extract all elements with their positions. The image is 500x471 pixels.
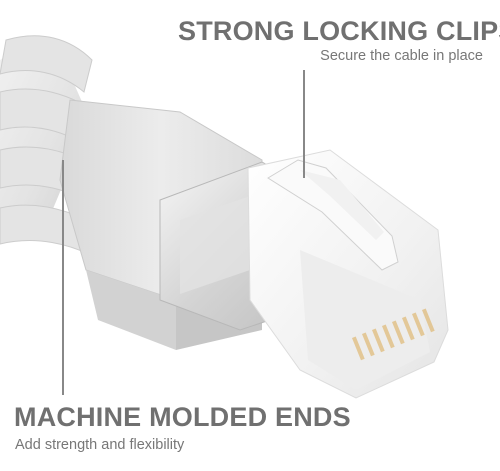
locking-clip bbox=[267, 159, 399, 271]
callout-title-locking-clips: STRONG LOCKING CLIPS bbox=[178, 16, 500, 46]
callout-subtitle-molded-ends: Add strength and flexibility bbox=[15, 437, 185, 453]
callout-subtitle-locking-clips: Secure the cable in place bbox=[320, 48, 483, 64]
callout-title-molded-ends: MACHINE MOLDED ENDS bbox=[14, 402, 351, 432]
gold-contacts bbox=[352, 308, 435, 361]
